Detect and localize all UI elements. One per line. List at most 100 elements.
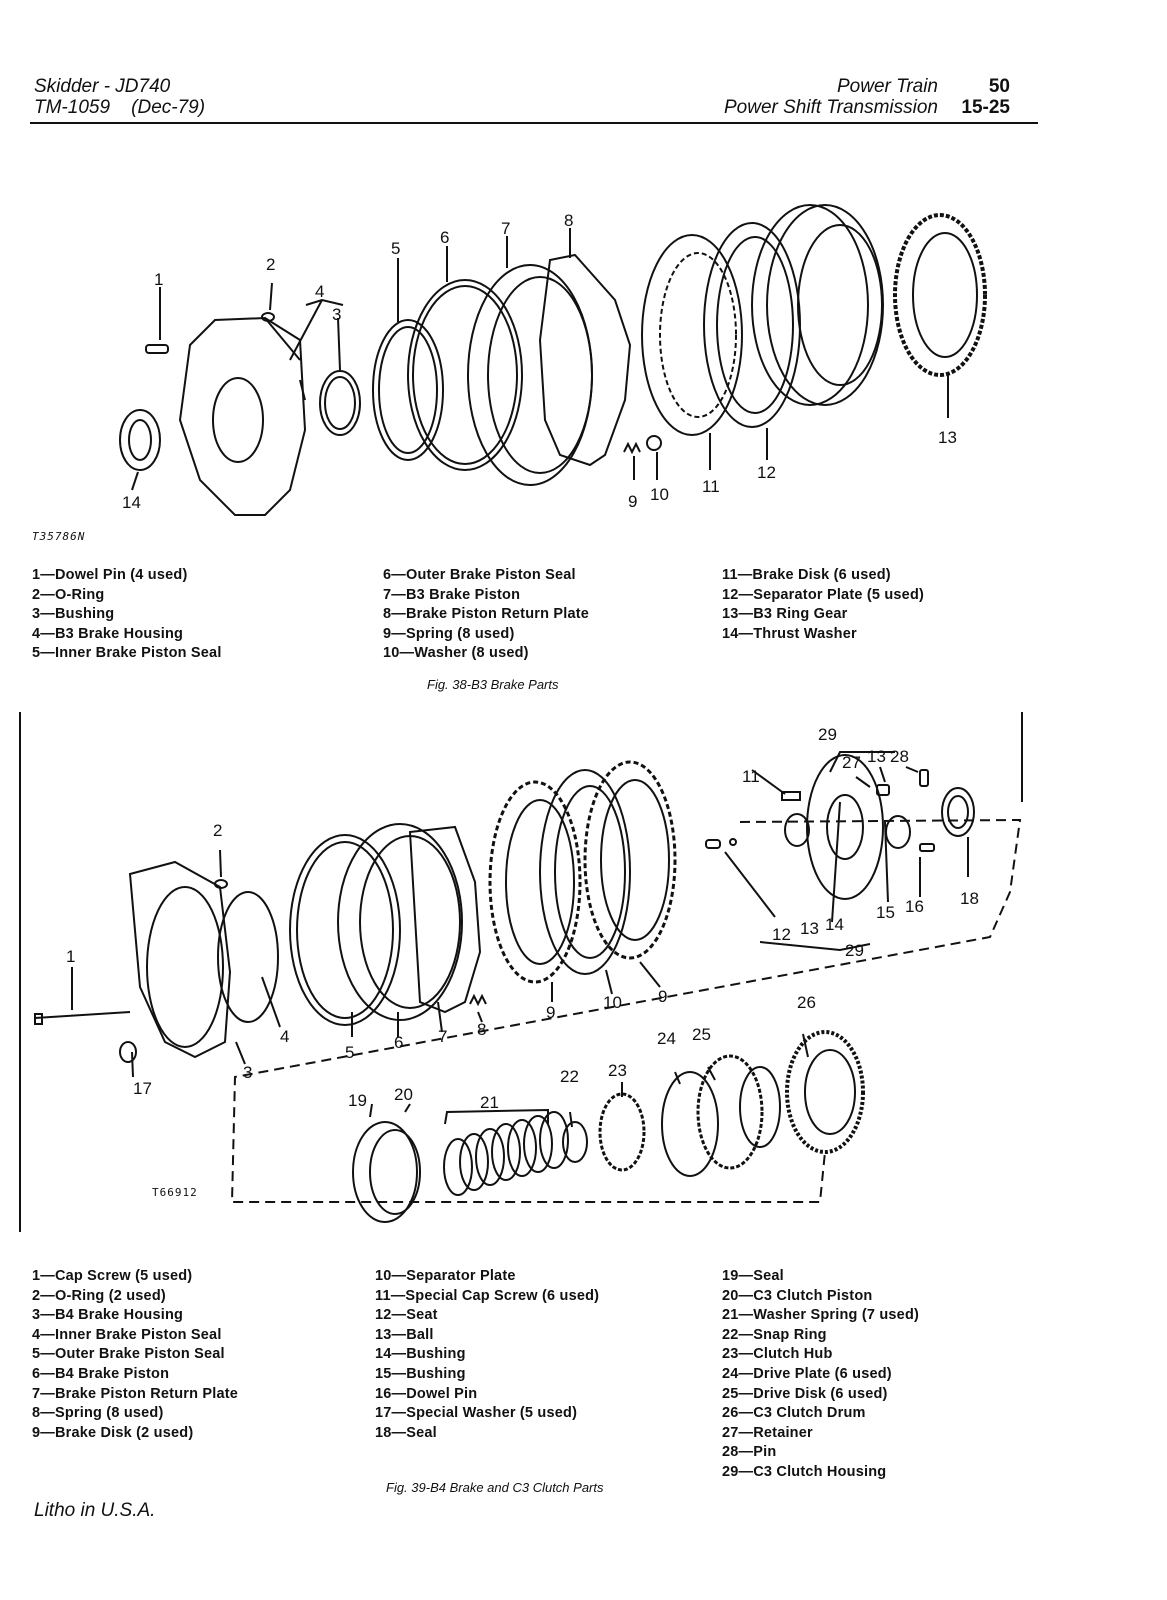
outer-brake-piston-seal-part [289,834,401,1026]
cap-screw-part [34,1011,131,1025]
figure2-id: T66912 [152,1186,198,1199]
b4-brake-housing-part [128,860,232,1059]
clutch-hub-part [598,1092,646,1172]
callout-11: 11 [742,767,760,786]
legend-item: 14—Thrust Washer [722,625,857,642]
header-right-line1: Power Train [836,76,938,97]
figure1-legend-col3: 11—Brake Disk (6 used) 12—Separator Plat… [722,566,924,644]
callout-26: 26 [797,993,816,1012]
callout-22: 22 [560,1067,579,1086]
disk-stack-part [751,204,869,406]
legend-item: 24—Drive Plate (6 used) [722,1365,892,1382]
callout-23: 23 [608,1061,627,1080]
legend-item: 16—Dowel Pin [375,1385,478,1402]
callout-5: 5 [345,1043,354,1062]
callout-3: 3 [332,305,341,324]
special-washer-part [119,1041,137,1063]
figure2-callouts: 1 2 3 4 5 6 7 8 9 9 10 11 12 13 14 15 16… [66,725,979,1112]
legend-item: 10—Separator Plate [375,1268,516,1284]
washer-spring-part [443,1111,569,1196]
callout-13: 13 [938,428,957,447]
seat-part [705,839,721,849]
legend-item: 14—Bushing [375,1346,466,1363]
legend-item: 27—Retainer [722,1424,813,1441]
callout-12: 12 [757,463,776,482]
callout-9: 9 [628,492,637,511]
legend-item: 2—O-Ring (2 used) [32,1287,166,1304]
callout-16: 16 [905,897,924,916]
pin-part [919,769,929,787]
retainer-part [876,784,890,796]
legend-item: 21—Washer Spring (7 used) [722,1307,920,1324]
legend-item: 29—C3 Clutch Housing [722,1463,887,1480]
brake-piston-return-plate-part [408,825,482,1014]
legend-item: 23—Clutch Hub [722,1346,833,1363]
callout-3: 3 [243,1063,252,1082]
bushing-part [319,370,361,436]
callout-12: 12 [772,925,791,944]
header-left-line2: TM-1059 (Dec-79) [34,97,206,118]
washer-part [646,435,662,451]
callout-19: 19 [348,1091,367,1110]
legend-item: 26—C3 Clutch Drum [722,1405,866,1422]
legend-item: 9—Spring (8 used) [383,625,515,642]
separator-plate-part [539,769,631,975]
callout-6: 6 [394,1033,403,1052]
callout-11: 11 [702,477,720,496]
header-left-line1: Skidder - JD740 [34,76,171,97]
snap-ring-part [562,1121,588,1163]
dowel-pin-part [919,843,935,852]
bushing-part [784,813,810,847]
callout-20: 20 [394,1085,413,1104]
inner-brake-piston-seal-part [217,891,279,1023]
callout-27: 27 [842,753,861,772]
brake-disk-part [641,234,743,436]
legend-item: 3—B4 Brake Housing [32,1307,184,1324]
callout-18: 18 [960,889,979,908]
special-cap-screw-part [781,791,801,801]
callout-1: 1 [66,947,75,966]
c3-clutch-piston-part [352,1121,418,1223]
legend-item: 7—B3 Brake Piston [383,586,521,603]
figure2-illustration: 1 2 3 4 5 6 7 8 9 9 10 11 12 13 14 15 16… [19,712,1023,1232]
spring-part [469,993,487,1007]
callout-4: 4 [280,1027,289,1046]
figure2-caption: Fig. 39-B4 Brake and C3 Clutch Parts [386,1480,604,1495]
legend-item: 28—Pin [722,1444,777,1461]
callout-6: 6 [440,228,449,247]
callout-25: 25 [692,1025,711,1044]
dowel-pin-part [145,344,169,354]
section-number: 15-25 [961,97,1010,118]
callout-28: 28 [890,747,909,766]
legend-item: 9—Brake Disk (2 used) [32,1424,194,1441]
figure2-legend-col3: 19—Seal 20—C3 Clutch Piston 21—Washer Sp… [722,1267,919,1483]
legend-item: 6—B4 Brake Piston [32,1365,170,1382]
callout-29b: 29 [845,941,864,960]
legend-item: 7—Brake Piston Return Plate [32,1385,239,1402]
legend-item: 12—Separator Plate (5 used) [722,586,925,603]
legend-item: 6—Outer Brake Piston Seal [383,567,576,583]
figure1-legend-col2: 6—Outer Brake Piston Seal 7—B3 Brake Pis… [383,566,589,664]
brake-piston-return-plate-part [538,253,632,467]
callout-17: 17 [133,1079,152,1098]
b4-brake-piston-part [337,823,463,1021]
callout-9b: 9 [658,987,667,1006]
callout-7: 7 [438,1027,447,1046]
legend-item: 13—Ball [375,1326,434,1343]
figure1-legend-col1: 1—Dowel Pin (4 used) 2—O-Ring 3—Bushing … [32,566,222,664]
callout-29: 29 [818,725,837,744]
callout-24: 24 [657,1029,676,1048]
o-ring-part [261,312,275,322]
legend-item: 10—Washer (8 used) [383,645,529,662]
figure1-id: T35786N [32,530,86,543]
legend-item: 1—Cap Screw (5 used) [32,1268,193,1284]
callout-21: 21 [480,1093,499,1112]
c3-clutch-housing-part [806,754,884,900]
callout-9: 9 [546,1003,555,1022]
c3-clutch-drum-part [785,1030,865,1154]
thrust-washer-part [119,409,161,471]
legend-item: 22—Snap Ring [722,1326,827,1343]
figure2-legend-col1: 1—Cap Screw (5 used) 2—O-Ring (2 used) 3… [32,1267,238,1443]
drive-disk-part [696,1054,764,1170]
brake-disk-part [488,780,582,984]
